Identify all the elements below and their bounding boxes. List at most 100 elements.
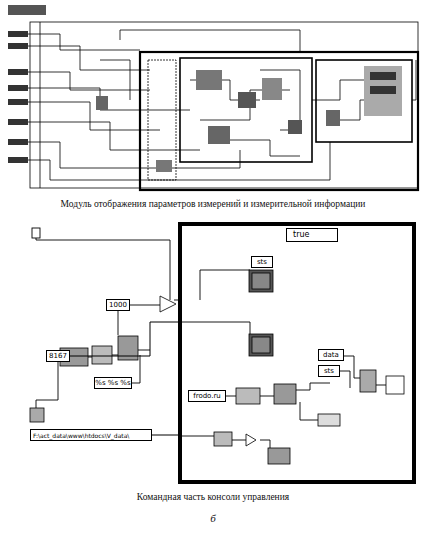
- rect-shape: [252, 337, 270, 353]
- rect-shape: [268, 448, 290, 464]
- rect-shape: [140, 52, 418, 190]
- path-constant: F:\act_data\www\htdocs\V_data\: [30, 429, 152, 441]
- rect-shape: [92, 346, 112, 364]
- rect-shape: [8, 43, 28, 49]
- polyline-shape: [296, 383, 330, 390]
- node-text: sts: [324, 367, 334, 376]
- polyline-shape: [28, 142, 330, 180]
- node-text: frodo.ru: [193, 392, 221, 401]
- rect-shape: [30, 408, 44, 422]
- rect-shape: [316, 60, 412, 142]
- polyline-shape: [340, 371, 350, 388]
- rect-shape: [214, 432, 232, 446]
- polyline-shape: [376, 385, 386, 386]
- node-text: sts: [257, 258, 267, 267]
- polyline-shape: [120, 30, 300, 52]
- rect-shape: [288, 120, 302, 134]
- polyline-shape: [28, 122, 200, 150]
- polyline-shape: [28, 34, 140, 50]
- polyline-shape: [88, 357, 92, 358]
- node-text: 1000: [109, 301, 127, 310]
- rect-shape: [8, 69, 28, 75]
- top-panel-blocks: [8, 5, 402, 172]
- polyline-shape: [226, 396, 236, 397]
- rect-shape: [148, 60, 176, 180]
- subfigure-letter: б: [210, 512, 216, 524]
- rect-shape: [208, 126, 230, 144]
- polyline-shape: [28, 102, 160, 130]
- polyline-shape: [300, 402, 318, 420]
- rect-shape: [196, 70, 222, 90]
- rect-shape: [236, 388, 260, 404]
- node-text: 8167: [49, 352, 67, 361]
- rect-shape: [8, 157, 28, 163]
- polyline-shape: [220, 140, 300, 156]
- rect-shape: [238, 92, 256, 108]
- rect-shape: [252, 273, 270, 289]
- rect-shape: [156, 160, 172, 172]
- format-string: %s %s %s: [94, 377, 132, 389]
- polyline-shape: [36, 362, 58, 410]
- rect-shape: [8, 85, 28, 91]
- rect-shape: [262, 78, 282, 100]
- rect-shape: [249, 270, 273, 292]
- top-panel: [28, 22, 418, 190]
- polyline-shape: [260, 440, 270, 448]
- case-structure: true sts data sts frodo.ru: [178, 222, 416, 484]
- rect-shape: [8, 119, 28, 125]
- line-shape: [40, 22, 41, 188]
- polyline-shape: [28, 88, 190, 110]
- rect-shape: [274, 384, 296, 404]
- node-text: F:\act_data\www\htdocs\V_data\: [33, 431, 129, 440]
- polyline-shape: [28, 72, 150, 90]
- polygon-shape: [160, 296, 176, 312]
- numeric-constant: 8167: [46, 350, 70, 362]
- rect-shape: [360, 370, 376, 392]
- rect-shape: [8, 5, 46, 15]
- string-constant: frodo.ru: [188, 390, 226, 402]
- rect-shape: [370, 86, 396, 94]
- polyline-shape: [36, 238, 170, 300]
- rect-shape: [364, 66, 402, 116]
- rect-shape: [318, 414, 340, 426]
- polyline-shape: [312, 80, 370, 100]
- rect-shape: [180, 58, 312, 162]
- rect-shape: [326, 110, 340, 126]
- rect-shape: [249, 334, 273, 356]
- figure-caption: Модуль отображения параметров измерений …: [61, 199, 366, 209]
- polyline-shape: [130, 305, 160, 306]
- rect-shape: [386, 376, 404, 394]
- bottom-blocks: [30, 230, 404, 464]
- rect-shape: [32, 228, 40, 238]
- rect-shape: [8, 99, 28, 105]
- polyline-shape: [344, 356, 360, 378]
- wire: [70, 322, 178, 356]
- polyline-shape: [260, 396, 274, 397]
- case-selector: true: [286, 228, 338, 242]
- wire: [152, 435, 178, 436]
- bottom-wires: [32, 228, 386, 448]
- figure-caption: Командная часть консоли управления: [137, 492, 289, 502]
- polyline-shape: [232, 440, 246, 441]
- bundle-label: data: [318, 349, 344, 361]
- polyline-shape: [100, 60, 130, 100]
- bundle-label: sts: [318, 365, 340, 377]
- polyline-shape: [112, 355, 118, 356]
- polyline-shape: [182, 322, 250, 335]
- numeric-constant: 1000: [106, 299, 130, 311]
- indicator-label: sts: [251, 256, 273, 268]
- polyline-shape: [182, 436, 214, 437]
- rect-shape: [8, 31, 28, 37]
- rect-shape: [8, 139, 28, 145]
- rect-shape: [370, 72, 396, 80]
- polyline-shape: [28, 142, 240, 168]
- rect-shape: [30, 22, 418, 188]
- rect-shape: [96, 96, 108, 110]
- node-text: data: [323, 351, 339, 360]
- rect-shape: [118, 336, 138, 360]
- polyline-shape: [200, 270, 250, 300]
